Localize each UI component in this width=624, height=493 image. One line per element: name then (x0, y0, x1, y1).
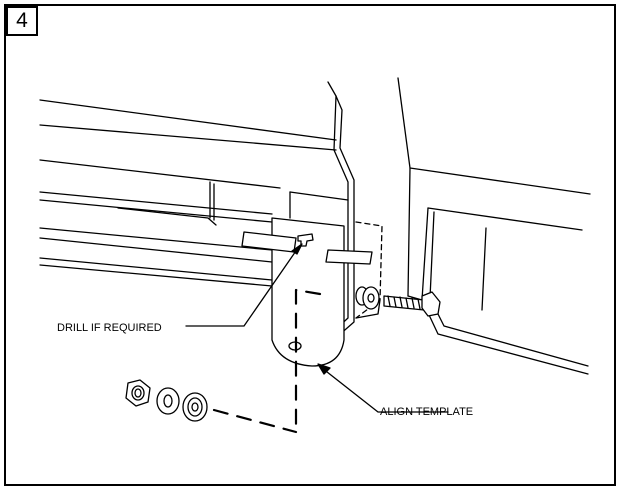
bumper-post (289, 81, 355, 337)
alignment-path (212, 288, 322, 434)
drill-callout: DRILL IF REQUIRED (57, 322, 162, 334)
align-arrowhead (317, 363, 331, 375)
bracket-bottom (355, 299, 381, 319)
bolt-assembly (355, 286, 441, 317)
right-body (397, 77, 591, 375)
align-leader (321, 367, 449, 413)
drill-leader (185, 247, 299, 327)
drill-arrowhead (291, 243, 303, 255)
align-callout: ALIGN TEMPLATE (380, 406, 473, 418)
left-rails (39, 99, 337, 287)
hidden-bracket (355, 221, 383, 319)
step-number: 4 (16, 9, 28, 32)
step-number-box: 4 (6, 6, 38, 36)
washers-and-nut (125, 379, 208, 422)
tape-strips (241, 231, 373, 265)
